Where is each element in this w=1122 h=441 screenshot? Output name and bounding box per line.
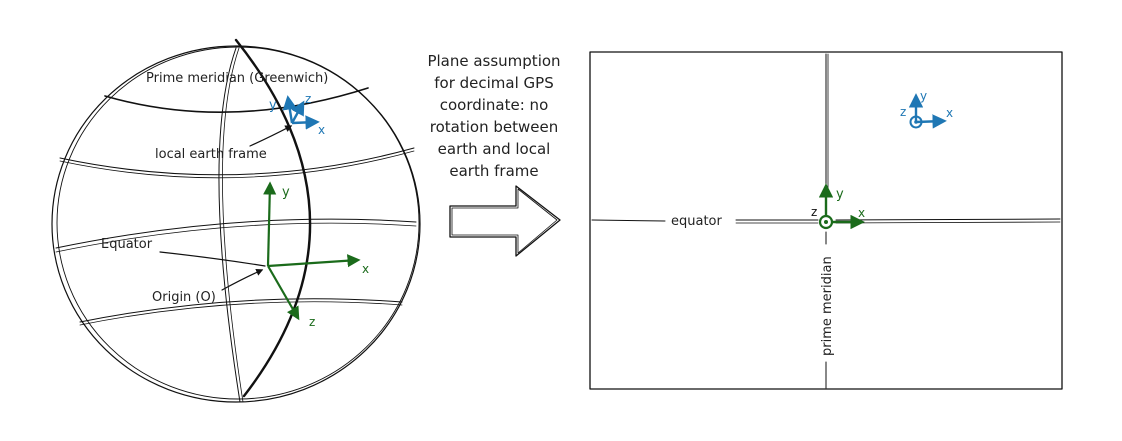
- plane-local-y: y: [920, 89, 927, 103]
- plane-origin-z: z: [811, 205, 817, 219]
- assumption-line-2: for decimal GPS: [434, 74, 554, 92]
- plane-local-frame: y x z: [900, 89, 953, 129]
- meridian-left-sketch: [222, 47, 244, 403]
- lower-latitude: [79, 298, 403, 323]
- globe-origin-x: x: [362, 262, 369, 276]
- local-frame-label: local earth frame: [155, 147, 267, 162]
- origin-label: Origin (O): [152, 290, 216, 305]
- assumption-line-5: earth and local: [438, 140, 551, 158]
- globe-local-frame: y z x: [269, 92, 325, 137]
- equator-label-globe: Equator: [101, 237, 153, 252]
- assumption-text: Plane assumption for decimal GPS coordin…: [427, 52, 560, 180]
- local-frame-pointer: [249, 125, 293, 147]
- equator-line: [55, 218, 417, 249]
- mid-latitude: [59, 147, 415, 176]
- plane-equator-label: equator: [671, 214, 723, 229]
- transform-arrow: [449, 185, 561, 257]
- plane-equator-line-left: [591, 219, 666, 222]
- upper-latitude: [104, 87, 369, 113]
- origin-pointer: [221, 269, 264, 291]
- globe-origin-y: y: [282, 185, 290, 200]
- globe-local-x: x: [318, 123, 325, 137]
- globe: [51, 38, 421, 403]
- mid-latitude-sketch: [59, 150, 415, 179]
- equator-pointer: [159, 251, 266, 267]
- plane: [589, 51, 1063, 390]
- prime-meridian-line: [234, 38, 312, 398]
- globe-outline-sketch: [56, 46, 420, 400]
- transform-arrow-sketch: [451, 188, 558, 254]
- globe-outline: [51, 45, 421, 403]
- assumption-line-6: earth frame: [449, 162, 538, 180]
- plane-origin-frame: y x z: [811, 183, 865, 230]
- meridian-left: [218, 47, 241, 403]
- globe-local-z: z: [305, 92, 311, 106]
- equator-line-sketch: [55, 222, 417, 253]
- plane-local-z: z: [900, 105, 906, 119]
- prime-meridian-label: Prime meridian (Greenwich): [146, 71, 328, 86]
- globe-origin-frame: y x z: [263, 181, 369, 329]
- plane-equator-line-right: [835, 218, 1061, 221]
- lower-latitude-sketch: [79, 301, 403, 326]
- plane-origin-x: x: [858, 206, 865, 220]
- assumption-line-1: Plane assumption: [427, 52, 560, 70]
- assumption-line-4: rotation between: [430, 118, 558, 136]
- assumption-line-3: coordinate: no: [440, 96, 549, 114]
- plane-local-x: x: [946, 106, 953, 120]
- plane-frame: [589, 51, 1063, 390]
- globe-origin-z: z: [309, 315, 315, 329]
- plane-equator-line-right-sketch: [835, 221, 1061, 224]
- plane-origin-y: y: [836, 187, 844, 202]
- globe-local-y: y: [269, 98, 277, 113]
- plane-meridian-label: prime meridian: [820, 256, 835, 356]
